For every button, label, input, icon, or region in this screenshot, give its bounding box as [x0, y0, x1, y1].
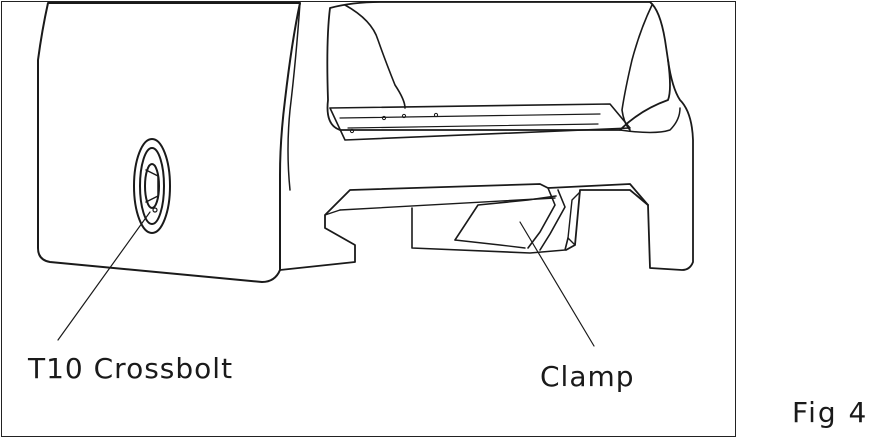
figure-frame	[1, 1, 736, 437]
arch-right-pillar	[621, 4, 653, 131]
clamp-leader-line	[519, 221, 595, 347]
crossbolt-leader-line	[57, 211, 151, 341]
mount-upper-arch	[326, 1, 671, 131]
clamp-block	[411, 187, 581, 254]
top-platform	[329, 103, 631, 141]
rail-jaw-inner	[339, 197, 556, 211]
arch-left-pillar	[344, 4, 406, 109]
mount-right-body	[565, 59, 694, 271]
rail-jaw-inner-2	[324, 209, 341, 216]
clamp-label: Clamp	[540, 360, 635, 393]
figure-caption: Fig 4	[792, 396, 869, 429]
crossbolt-head	[133, 138, 171, 234]
mount-left-edge	[287, 2, 301, 191]
right-upper-step	[619, 107, 681, 134]
crossbolt-label: T10 Crossbolt	[28, 352, 234, 385]
rail-left-jaw	[279, 183, 649, 271]
mount-left-body	[37, 2, 301, 283]
